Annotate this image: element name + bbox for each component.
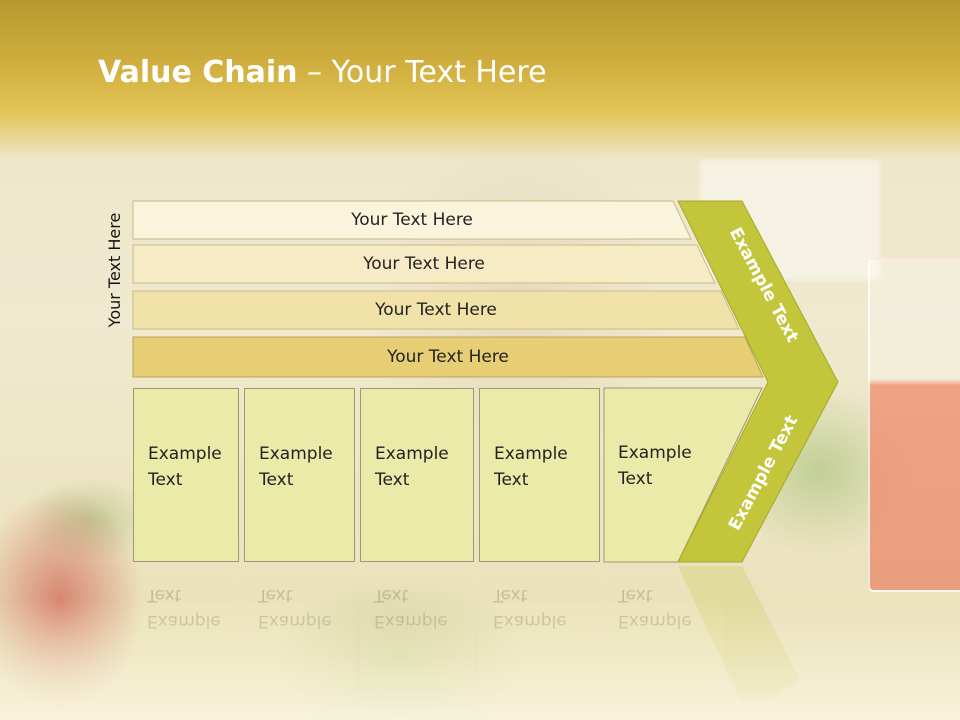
- activity-box-1-line2: Text: [148, 470, 183, 490]
- activity-box-3: Example Text: [360, 388, 474, 562]
- activity-box-3-line2: Text: [375, 470, 410, 490]
- bottom-fade: [0, 600, 960, 720]
- activity-box-4: Example Text: [479, 388, 600, 562]
- activity-box-4-line2: Text: [494, 470, 529, 490]
- title-bold: Value Chain: [98, 55, 298, 90]
- activity-box-3-line1: Example: [375, 444, 449, 464]
- activity-box-1-line1: Example: [148, 444, 222, 464]
- activity-box-4-line1: Example: [494, 444, 568, 464]
- activity-box-2-line1: Example: [259, 444, 333, 464]
- title-header-band: [0, 0, 960, 160]
- activity-box-1: Example Text: [133, 388, 239, 562]
- background-juice-glass: [868, 258, 960, 592]
- title-rest: – Your Text Here: [297, 55, 547, 90]
- activity-box-2-line2: Text: [259, 470, 294, 490]
- slide-title: Value Chain – Your Text Here: [98, 55, 547, 90]
- activity-box-2: Example Text: [244, 388, 355, 562]
